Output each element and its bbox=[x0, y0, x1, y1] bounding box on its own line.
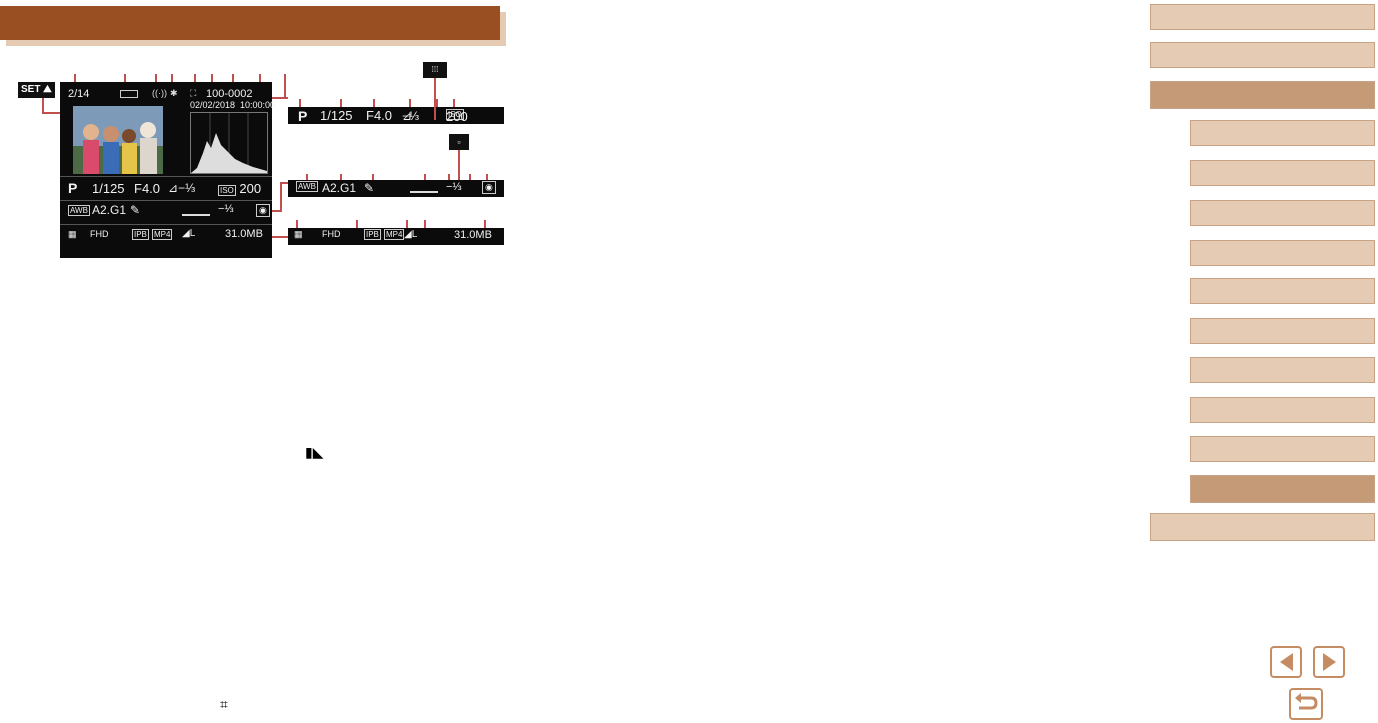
file-number: 100-0002 bbox=[206, 88, 253, 100]
camera-lcd-display: 2/14 ((·)) ✱ ⛶ 100-0002 02/02/2018 10:00… bbox=[60, 82, 272, 258]
metering-icon: ◉ bbox=[256, 204, 270, 217]
nav-tab-1[interactable] bbox=[1150, 4, 1375, 30]
image-quality-icon: ◢L bbox=[404, 229, 417, 240]
crop-icon: ⌗ bbox=[220, 696, 228, 713]
callout-line bbox=[434, 78, 436, 120]
af-frame-icon: ▫ bbox=[449, 134, 469, 150]
nav-tab-3[interactable] bbox=[1150, 81, 1375, 109]
nav-subtab-8[interactable] bbox=[1190, 397, 1375, 423]
set-scene-badge: SET ⛰ bbox=[18, 82, 55, 98]
shoot-time: 10:00:00 bbox=[240, 100, 275, 110]
nav-subtab-7[interactable] bbox=[1190, 357, 1375, 383]
wb-correction: A2.G1 bbox=[322, 181, 356, 195]
bluetooth-icon: ✱ bbox=[170, 88, 178, 99]
auto-white-balance-icon: AWB bbox=[296, 181, 318, 192]
nav-subtab-3[interactable] bbox=[1190, 200, 1375, 226]
shutter-speed: 1/125 bbox=[92, 181, 125, 196]
exposure-comp-value: −⅓ bbox=[402, 109, 419, 123]
auto-white-balance-icon: AWB bbox=[68, 205, 90, 216]
nav-subtab-5[interactable] bbox=[1190, 278, 1375, 304]
movie-size-icon: FHD bbox=[90, 229, 109, 239]
shutter-speed: 1/125 bbox=[320, 108, 353, 123]
recording-info-strip: ▦ FHD IPB MP4 ◢L 31.0MB bbox=[288, 228, 504, 245]
frame-count: 2/14 bbox=[68, 88, 89, 100]
nav-subtab-2[interactable] bbox=[1190, 160, 1375, 186]
nav-subtab-6[interactable] bbox=[1190, 318, 1375, 344]
iso-speed: ISO 200 bbox=[218, 181, 261, 196]
settings-info-strip: AWB A2.G1 ✎ −⅓ ◉ bbox=[288, 180, 504, 197]
drive-mode-icon: ▦ bbox=[294, 229, 303, 240]
callout-line bbox=[42, 98, 44, 112]
image-quality-icon: ◢L bbox=[182, 228, 195, 239]
set-label: SET bbox=[21, 84, 40, 95]
divider bbox=[60, 200, 272, 201]
previous-page-button[interactable] bbox=[1270, 646, 1302, 678]
next-page-button[interactable] bbox=[1313, 646, 1345, 678]
shooting-info-strip: P 1/125 F4.0 ⊿−⅓ ISO 200 bbox=[288, 107, 504, 124]
picture-style-icon: ✎ bbox=[130, 203, 140, 217]
iso-icon: ISO bbox=[218, 185, 236, 196]
exposure-comp-icon: ⊿ bbox=[168, 181, 178, 195]
shoot-date: 02/02/2018 bbox=[190, 100, 235, 110]
alo-icon bbox=[182, 208, 210, 216]
exposure-comp-value: −⅓ bbox=[178, 181, 195, 195]
divider bbox=[60, 224, 272, 225]
picture-style-icon: ✎ bbox=[364, 181, 374, 195]
flash-compensation: −⅓ bbox=[218, 203, 234, 215]
thumbnail-image bbox=[73, 106, 163, 174]
exposure-compensation: ⊿−⅓ bbox=[168, 181, 195, 195]
flash-compensation: −⅓ bbox=[446, 181, 462, 193]
shooting-mode: P bbox=[68, 180, 77, 196]
nav-tab-bottom[interactable] bbox=[1150, 513, 1375, 541]
metering-icon: ◉ bbox=[482, 181, 496, 194]
movie-format: MP4 bbox=[384, 229, 404, 240]
return-button[interactable] bbox=[1289, 688, 1323, 720]
arrow-right-icon bbox=[1323, 653, 1336, 671]
nav-subtab-9[interactable] bbox=[1190, 436, 1375, 462]
aperture-value: F4.0 bbox=[366, 108, 392, 123]
drive-mode-icon: ▦ bbox=[68, 229, 77, 240]
file-size: 31.0MB bbox=[454, 229, 492, 241]
wb-correction: A2.G1 bbox=[92, 203, 126, 217]
compression-icon: IPB bbox=[364, 229, 381, 240]
page-header-bar bbox=[0, 6, 500, 40]
return-icon bbox=[1291, 690, 1321, 718]
histogram bbox=[190, 112, 268, 174]
nav-subtab-4[interactable] bbox=[1190, 240, 1375, 266]
movie-camera-icon: ▮◣ bbox=[305, 444, 323, 461]
aperture-value: F4.0 bbox=[134, 181, 160, 196]
scene-icon: ⛰ bbox=[43, 84, 51, 95]
shooting-mode: P bbox=[298, 108, 307, 124]
nav-subtab-1[interactable] bbox=[1190, 120, 1375, 146]
movie-size-icon: FHD bbox=[322, 229, 341, 239]
nav-subtab-10[interactable] bbox=[1190, 475, 1375, 503]
movie-format: MP4 bbox=[152, 229, 172, 240]
battery-icon bbox=[120, 90, 138, 98]
callout-line bbox=[458, 150, 460, 180]
protect-icon: ⛶ bbox=[190, 88, 196, 99]
alo-icon bbox=[410, 185, 438, 193]
iso-value: 200 bbox=[239, 181, 261, 196]
file-size: 31.0MB bbox=[225, 228, 263, 240]
grid-icon: ⁞⁞⁞ bbox=[423, 62, 447, 78]
compression-icon: IPB bbox=[132, 229, 149, 240]
divider bbox=[60, 176, 272, 177]
wifi-icon: ((·)) bbox=[152, 88, 167, 98]
arrow-left-icon bbox=[1280, 653, 1293, 671]
nav-tab-2[interactable] bbox=[1150, 42, 1375, 68]
iso-value: 200 bbox=[446, 109, 468, 124]
